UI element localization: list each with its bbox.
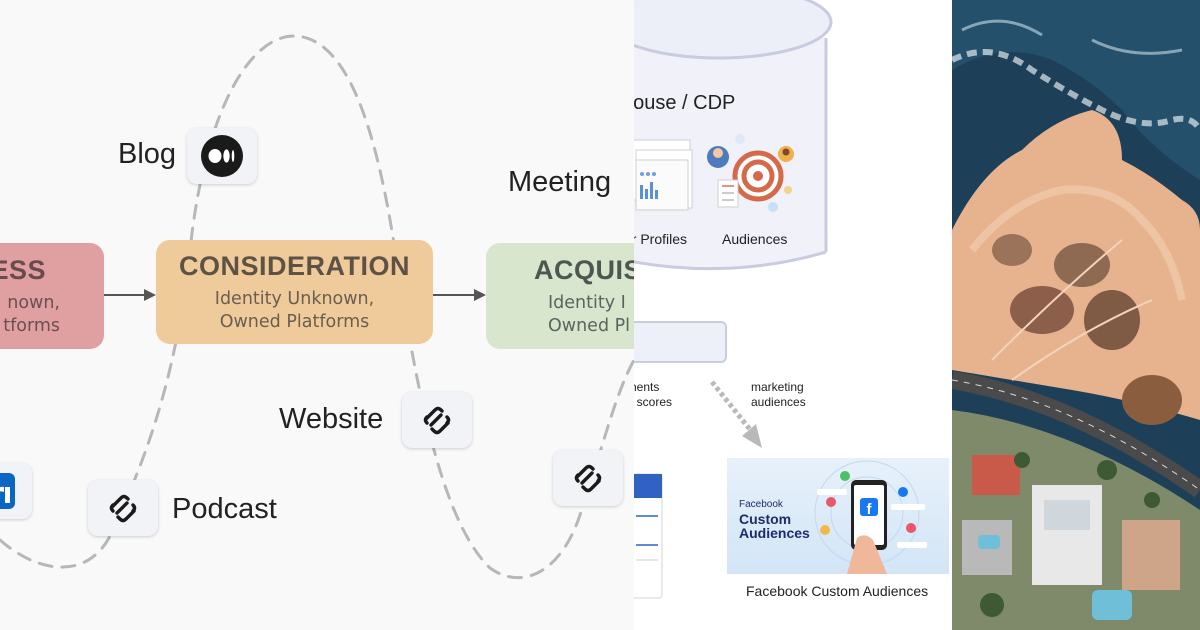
channel-label-website: Website [279,403,384,435]
stage-acquisition-line1: Identity I [548,292,626,313]
audience-target-icon [707,134,794,212]
stage-acquisition-line2: Owned Pl [548,315,631,336]
marketing-caption-line1: marketing [751,380,804,394]
audiences-label: Audiences [722,231,788,247]
facebook-card-title-line3: Audiences [739,525,810,541]
cdp-panel: house / CDP er Profiles Audiences nents … [634,0,952,630]
dashed-arrow-to-facebook [710,380,762,448]
channel-label-podcast: Podcast [172,493,277,525]
stage-awareness-line1: nown, [7,292,60,313]
squarespace-icon-tile-acquisition[interactable] [553,450,623,506]
segments-box [634,321,727,363]
arrow-awareness-to-consideration [104,289,156,301]
cdp-title: house / CDP [634,92,736,114]
stage-awareness-title: ESS [0,254,46,285]
stage-awareness: ESS nown, tforms [0,243,104,349]
stage-consideration-line2: Owned Platforms [219,311,370,332]
squarespace-icon [423,406,451,435]
squarespace-icon [109,494,137,523]
stage-awareness-line2: tforms [3,315,60,336]
facebook-icon [860,498,878,516]
marketing-caption: marketing audiences [751,380,806,410]
arrow-consideration-to-acquisition [433,289,486,301]
medium-icon-tile[interactable] [187,128,257,184]
squarespace-icon [574,464,602,493]
stage-consideration-line1: Identity Unknown, [214,288,375,309]
app-screen-mockup [634,473,663,599]
facebook-card-graphic: f [814,460,927,574]
segments-caption: nents t scores [634,380,672,410]
stage-consideration-title: CONSIDERATION [178,250,410,281]
stage-consideration: CONSIDERATION Identity Unknown, Owned Pl… [156,240,433,344]
segments-caption-line2: t scores [634,395,673,409]
aerial-photo-illustration [952,0,1200,630]
svg-text:f: f [867,501,873,518]
channel-label-meeting: Meeting [508,166,612,198]
cdp-cylinder [634,0,833,599]
segments-caption-line1: nents [634,380,660,394]
facebook-caption: Facebook Custom Audiences [746,583,929,599]
marketing-caption-line2: audiences [751,395,806,409]
linkedin-icon [0,473,15,509]
stage-acquisition: ACQUIS Identity I Owned Pl [486,243,634,349]
profiles-label: er Profiles [634,231,688,247]
aerial-coastline-photo [952,0,1200,630]
squarespace-icon-tile-website[interactable] [402,392,472,448]
profile-documents-icon [634,139,693,211]
facebook-card-title: Facebook Custom Audiences [739,498,810,540]
squarespace-icon-tile-podcast[interactable] [88,480,158,536]
stage-acquisition-title: ACQUIS [534,254,634,285]
linkedin-icon-tile[interactable] [0,463,32,519]
facebook-card-title-line1: Facebook [739,499,783,510]
facebook-card-title-line2: Custom [739,511,792,527]
channel-label-blog: Blog [118,138,177,170]
funnel-diagram: ESS nown, tforms CONSIDERATION Identity … [0,34,634,579]
medium-icon [201,135,243,177]
facebook-custom-audiences-card: f Facebook Custom Audiences [727,458,949,574]
